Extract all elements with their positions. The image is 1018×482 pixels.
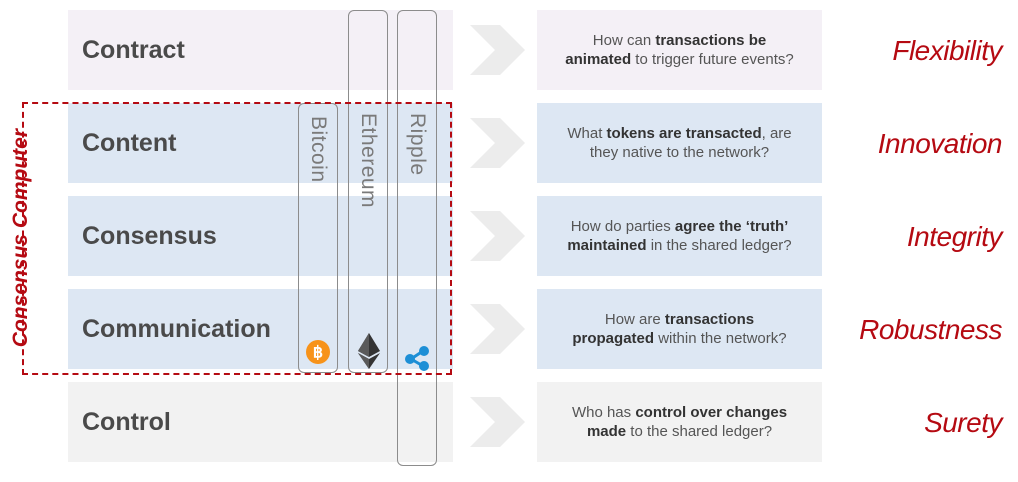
- question-box-content: What tokens are transacted, are they nat…: [537, 103, 822, 183]
- bitcoin-icon: ฿: [306, 340, 330, 364]
- platform-label: Bitcoin: [307, 116, 330, 183]
- chevron-arrow-icon: [470, 25, 525, 75]
- chevron-arrow-icon: [470, 304, 525, 354]
- consensus-computer-label: Consensus Computer: [2, 102, 40, 375]
- consensus-computer-text: Consensus Computer: [9, 129, 32, 348]
- layer-label: Contract: [82, 35, 185, 64]
- ethereum-icon: [358, 333, 380, 369]
- property-label: Innovation: [877, 128, 1003, 159]
- question-box-communication: How are transactions propagated within t…: [537, 289, 822, 369]
- question-box-consensus: How do parties agree the ‘truth’ maintai…: [537, 196, 822, 276]
- property-label: Surety: [924, 407, 1002, 438]
- layer-label: Control: [82, 407, 171, 436]
- layer-communication: Communication: [68, 289, 453, 369]
- chevron-arrow-icon: [470, 118, 525, 168]
- ripple-icon: [405, 346, 429, 371]
- platform-pill-ripple: Ripple: [397, 10, 437, 466]
- question-text: How can transactions be animated to trig…: [565, 32, 794, 68]
- question-box-contract: How can transactions be animated to trig…: [537, 10, 822, 90]
- property-label: Robustness: [859, 314, 1002, 345]
- platform-pill-ethereum: Ethereum: [348, 10, 388, 373]
- platform-label: Ethereum: [357, 113, 380, 209]
- layer-contract: Contract: [68, 10, 453, 90]
- platform-label: Ripple: [406, 113, 429, 176]
- question-text: How do parties agree the ‘truth’ maintai…: [567, 218, 792, 254]
- svg-text:฿: ฿: [313, 345, 323, 362]
- question-text: How are transactions propagated within t…: [572, 311, 787, 347]
- chevron-arrow-icon: [470, 397, 525, 447]
- property-label: Integrity: [906, 221, 1003, 252]
- chevron-arrow-icon: [470, 211, 525, 261]
- question-text: What tokens are transacted, are they nat…: [567, 125, 792, 161]
- question-text: Who has control over changes made to the…: [571, 404, 788, 440]
- layer-consensus: Consensus: [68, 196, 453, 276]
- layer-content: Content: [68, 103, 453, 183]
- layer-control: Control: [68, 382, 453, 462]
- property-label: Flexibility: [892, 35, 1002, 66]
- layer-label: Consensus: [82, 221, 217, 250]
- layer-label: Communication: [82, 314, 271, 343]
- question-box-control: Who has control over changes made to the…: [537, 382, 822, 462]
- consensus-computer-boundary: [22, 102, 452, 375]
- layer-label: Content: [82, 128, 177, 157]
